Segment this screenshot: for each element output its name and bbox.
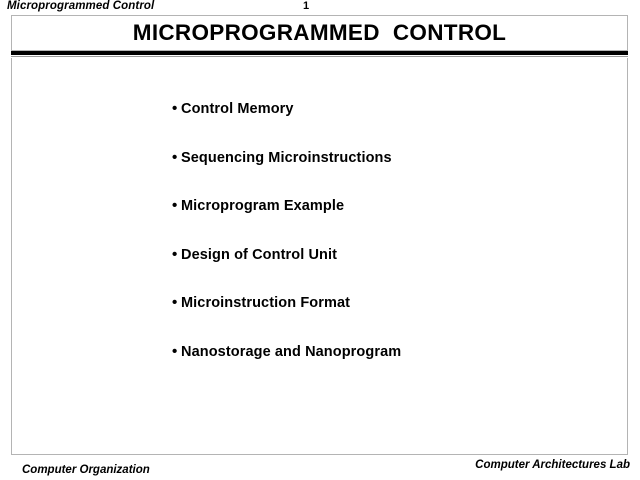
list-item: • Microprogram Example — [172, 197, 612, 246]
footer-course-name: Computer Organization — [22, 464, 150, 476]
page-number: 1 — [303, 0, 310, 12]
list-item: • Microinstruction Format — [172, 294, 612, 343]
slide-content-box: • Control Memory • Sequencing Microinstr… — [11, 58, 628, 455]
list-item-label: Microprogram Example — [181, 198, 345, 214]
bullet-dot-icon: • — [172, 148, 178, 166]
list-item: • Nanostorage and Nanoprogram — [172, 343, 612, 392]
bullet-dot-icon: • — [172, 342, 178, 360]
list-item: • Sequencing Microinstructions — [172, 149, 612, 198]
agenda-bullet-list: • Control Memory • Sequencing Microinstr… — [172, 100, 612, 391]
bullet-dot-icon: • — [172, 245, 178, 263]
list-item-label: Microinstruction Format — [181, 295, 351, 311]
slide-title-box: MICROPROGRAMMED CONTROL — [11, 15, 628, 51]
running-title: Microprogrammed Control — [7, 0, 155, 12]
separator-hairline — [11, 56, 628, 57]
list-item-label: Nanostorage and Nanoprogram — [181, 343, 402, 360]
slide-header: Microprogrammed Control 1 — [0, 0, 640, 15]
slide-title: MICROPROGRAMMED CONTROL — [132, 19, 507, 45]
list-item-label: Control Memory — [181, 101, 294, 117]
bullet-dot-icon: • — [172, 197, 178, 214]
list-item: • Control Memory — [172, 100, 612, 149]
separator-thick-bar — [11, 51, 628, 55]
bullet-dot-icon: • — [172, 294, 178, 311]
list-item-label: Design of Control Unit — [181, 246, 338, 263]
list-item: • Design of Control Unit — [172, 246, 612, 295]
list-item-label: Sequencing Microinstructions — [181, 149, 392, 166]
footer-lab-name: Computer Architectures Lab — [475, 459, 630, 471]
bullet-dot-icon: • — [172, 100, 178, 117]
title-separator-rule — [11, 51, 628, 57]
